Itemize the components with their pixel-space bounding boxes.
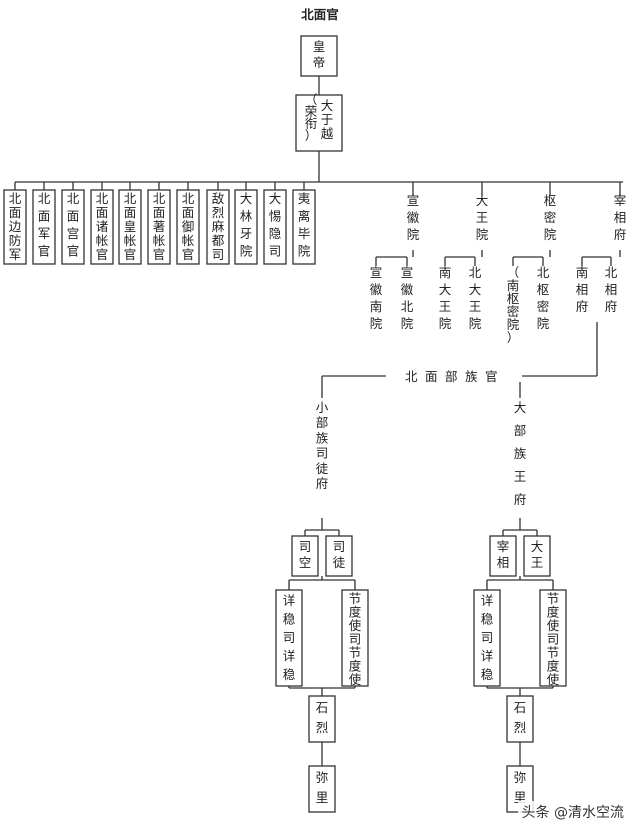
right-office-label: 宰相府 — [614, 193, 627, 242]
watermark: 头条 @清水空流 — [517, 801, 628, 823]
right-sub-label: 宣徽南院 — [370, 265, 383, 331]
left-office-label: 北面御帐官 — [182, 191, 195, 262]
left-office-box: 夷离毕院 — [292, 189, 316, 265]
left-office-box: 大惕隐司 — [263, 189, 287, 265]
left-office-box: 北面军官 — [32, 189, 56, 265]
jiedu-box: 节度使司节度使 — [341, 589, 369, 687]
left-office-box: 敌烈麻都司 — [206, 189, 230, 265]
yuyue-label: 大于越 — [321, 98, 334, 141]
tribe-official-label: 司空 — [299, 539, 312, 570]
left-office-label: 夷离毕院 — [298, 191, 311, 259]
left-office-label: 北面诸帐官 — [96, 191, 109, 262]
right-office-label: 大王院 — [476, 193, 489, 242]
left-office-label: 北面著帐官 — [153, 191, 166, 262]
left-office-label: 北面皇帐官 — [124, 191, 137, 262]
tribe-head-label: 小部族司徒府 — [316, 400, 329, 491]
left-offices: 北面边防军 北面军官 北面宫官 北面诸帐官 北面皇帐官 北面著帐官 北面御帐官 敌烈麻都司 大林… — [3, 182, 316, 265]
jiedu-label: 节度使司节度使 — [349, 591, 362, 687]
tribe-official-label: 宰相 — [497, 539, 510, 570]
xiangwen-label: 详稳司详稳 — [283, 593, 296, 682]
left-office-box: 北面诸帐官 — [90, 189, 114, 265]
left-office-box: 北面皇帐官 — [118, 189, 142, 265]
left-office-label: 北面军官 — [38, 191, 51, 259]
tribe-official-box: 司徒 — [325, 535, 353, 577]
mili-label: 弥里 — [316, 770, 329, 805]
right-office-label: 宣徽院 — [407, 193, 420, 242]
xiangwen-label: 详稳司详稳 — [481, 593, 494, 682]
tribe-official-label: 司徒 — [333, 539, 346, 570]
right-sub-label: 北枢密院 — [537, 265, 550, 331]
mili-box: 弥里 — [308, 765, 336, 813]
chart-title: 北面官 — [301, 7, 339, 22]
emperor-label: 皇帝 — [313, 39, 326, 70]
tribe-official-label: 大王 — [531, 539, 544, 570]
shilie-box: 石烈 — [308, 695, 336, 743]
right-sub-label: 南相府 — [576, 265, 589, 314]
left-office-box: 北面著帐官 — [147, 189, 171, 265]
shilie-box: 石烈 — [506, 695, 534, 743]
right-office-label: 枢密院 — [544, 193, 557, 242]
tribe-official-box: 宰相 — [489, 535, 517, 577]
left-office-label: 敌烈麻都司 — [212, 191, 225, 262]
left-office-box: 大林牙院 — [234, 189, 258, 265]
right-sub-label: 宣徽北院 — [401, 265, 414, 331]
left-office-label: 北面边防军 — [9, 191, 22, 262]
right-sub-label: 北大王院 — [469, 265, 482, 331]
left-office-box: 北面宫官 — [61, 189, 85, 265]
tribe-head-label: 大部族王府 — [514, 400, 527, 507]
right-sub-label: 北相府 — [605, 265, 618, 314]
xiangwen-box: 详稳司详稳 — [473, 589, 501, 687]
tribe-official-box: 司空 — [291, 535, 319, 577]
yuyue-note: （荣衔） — [305, 92, 318, 143]
left-office-label: 北面宫官 — [67, 191, 80, 259]
shilie-label: 石烈 — [316, 700, 329, 735]
xiangwen-box: 详稳司详稳 — [275, 589, 303, 687]
left-office-box: 北面边防军 — [3, 189, 27, 265]
tribal-officials-title: 北面部族官 — [405, 369, 505, 384]
tribe-official-box: 大王 — [523, 535, 551, 577]
left-office-box: 北面御帐官 — [176, 189, 200, 265]
shilie-label: 石烈 — [514, 700, 527, 735]
left-office-label: 大林牙院 — [240, 191, 253, 259]
jiedu-box: 节度使司节度使 — [539, 589, 567, 687]
yuyue-box: 大于越 （荣衔） — [295, 92, 343, 152]
emperor-box: 皇帝 — [300, 35, 338, 77]
right-sub-label: （南枢密院） — [507, 265, 520, 345]
left-office-label: 大惕隐司 — [269, 191, 282, 259]
right-sub-label: 南大王院 — [439, 265, 452, 331]
jiedu-label: 节度使司节度使 — [547, 591, 560, 687]
